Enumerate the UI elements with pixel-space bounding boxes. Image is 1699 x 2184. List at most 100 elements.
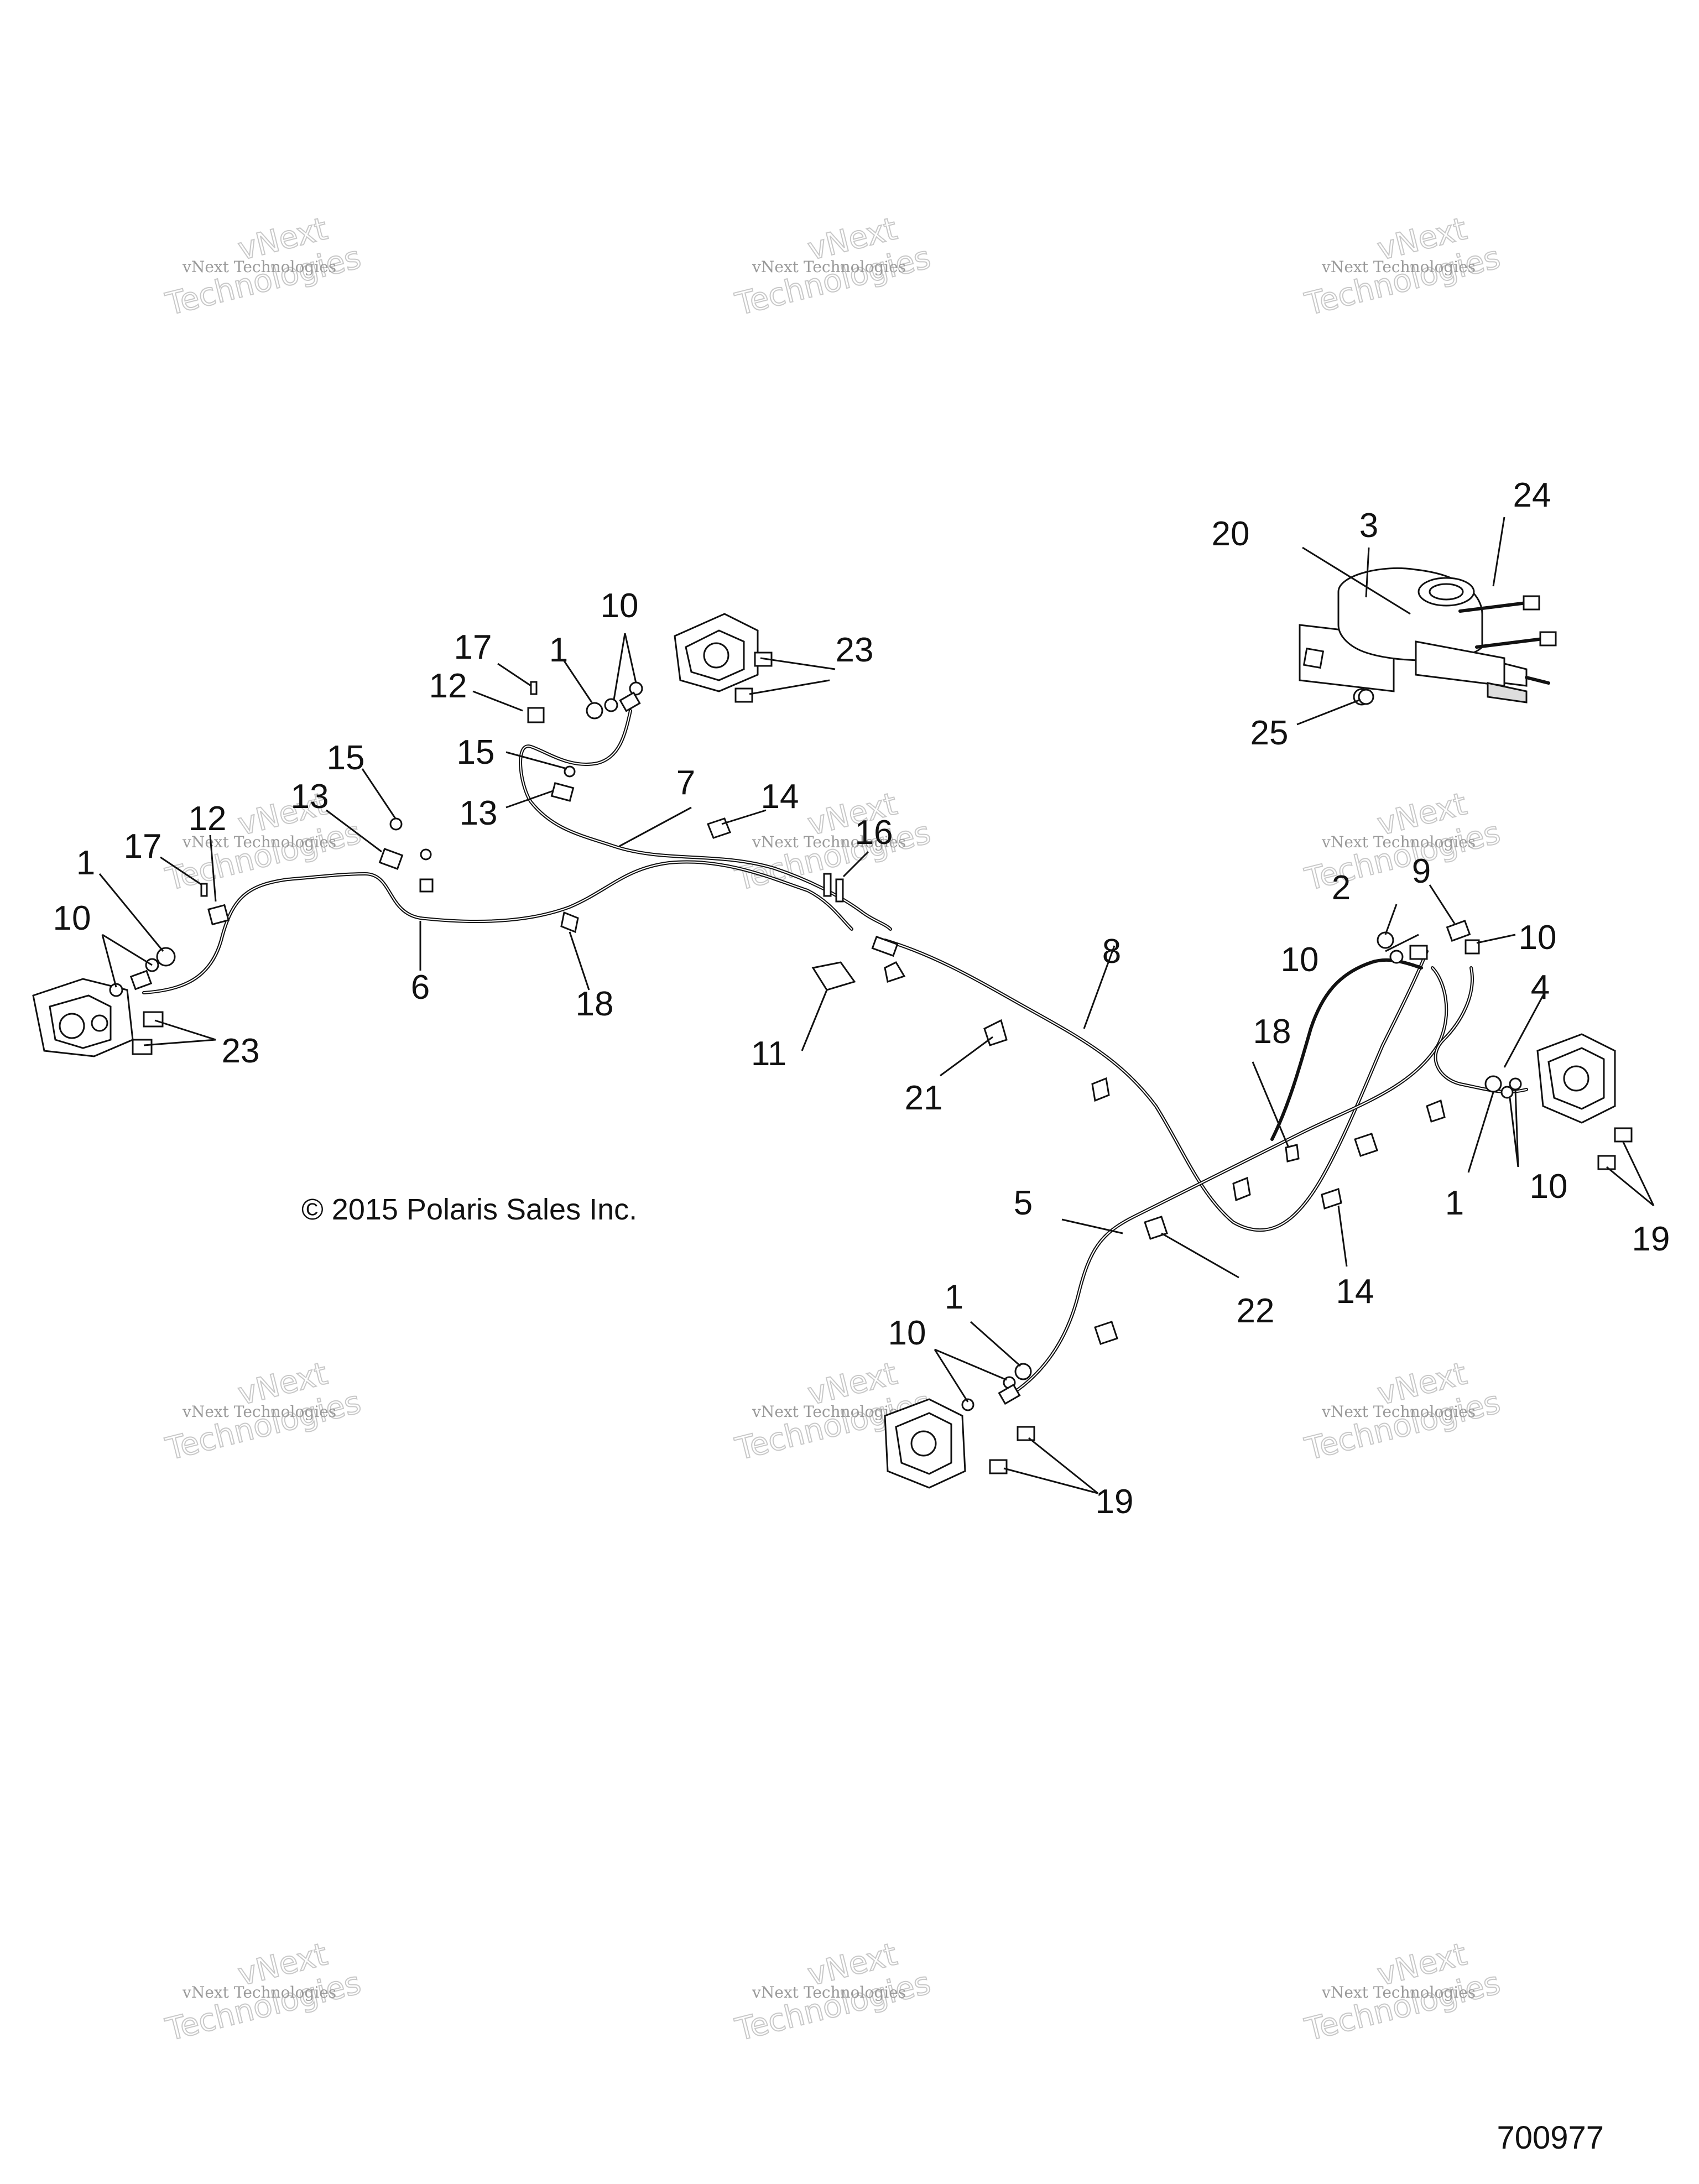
callout-1-top: 1 xyxy=(549,631,568,669)
fitting-fl xyxy=(129,969,153,991)
brake-line-8 xyxy=(883,939,1429,1232)
svg-text:vNext Technologies: vNext Technologies xyxy=(752,1403,906,1421)
pin-17-l xyxy=(200,883,208,897)
bolt-19-rl-b xyxy=(989,1459,1008,1474)
brake-line-4 xyxy=(1434,966,1528,1094)
clip-l-small xyxy=(419,878,434,893)
svg-text:vNext Technologies: vNext Technologies xyxy=(752,258,906,276)
nut-25 xyxy=(1358,689,1374,705)
washer-10-rr-a xyxy=(1500,1086,1514,1099)
bolt-24-b xyxy=(1475,631,1557,649)
washer-10-fr-a xyxy=(604,698,618,712)
callouts-layer: 3 24 20 25 10 1 17 12 23 15 13 7 14 16 1… xyxy=(53,476,1670,1521)
svg-text:vNext Technologies: vNext Technologies xyxy=(182,833,336,851)
caliper-front-right xyxy=(674,613,759,692)
callout-24: 24 xyxy=(1513,476,1551,514)
callout-9: 9 xyxy=(1412,852,1431,890)
svg-text:vNext Technologies: vNext Technologies xyxy=(182,1403,336,1421)
callout-8: 8 xyxy=(1102,932,1121,971)
washer-10-fl-b xyxy=(109,983,123,997)
leader-lines xyxy=(98,517,1655,1494)
banjo-bolt-1-fl xyxy=(156,947,176,967)
clip-r-a xyxy=(1354,1133,1378,1157)
clip-8-a xyxy=(1091,1077,1110,1102)
callout-23-top: 23 xyxy=(836,631,874,669)
fitting-9 xyxy=(1446,920,1471,942)
clip-12-l xyxy=(207,904,230,926)
bolt-23-fr-b xyxy=(734,687,753,703)
callout-10-rm2: 10 xyxy=(1519,919,1557,957)
svg-text:vNext Technologies: vNext Technologies xyxy=(1321,833,1476,851)
washer-10-rr-b xyxy=(1509,1077,1522,1091)
fitting-center-a xyxy=(871,935,899,957)
bolt-19-rl-a xyxy=(1017,1426,1035,1441)
callout-17-left: 17 xyxy=(124,827,162,866)
pin-17-r xyxy=(530,681,538,695)
callout-19-rr: 19 xyxy=(1632,1220,1670,1258)
brake-line-5-upper xyxy=(1270,958,1423,1141)
banjo-bolt-2 xyxy=(1377,931,1394,949)
clip-13-l xyxy=(378,848,404,870)
callout-11: 11 xyxy=(751,1035,786,1073)
clip-18-l xyxy=(560,911,579,934)
clip-14-bottom xyxy=(1321,1188,1342,1210)
banjo-bolt-1-fr xyxy=(586,702,603,720)
washer-10-rl-b xyxy=(961,1398,974,1411)
clip-14-top xyxy=(707,817,731,839)
callout-18-left: 18 xyxy=(576,985,614,1023)
clip-r-b xyxy=(1426,1099,1446,1123)
callout-10-rr: 10 xyxy=(1530,1167,1568,1206)
master-cylinder-assembly xyxy=(1299,567,1550,706)
svg-text:vNext Technologies: vNext Technologies xyxy=(182,1983,336,2001)
svg-text:vNext Technologies: vNext Technologies xyxy=(1321,258,1476,276)
callout-10-top: 10 xyxy=(601,587,639,625)
callout-15-mid: 15 xyxy=(457,733,495,772)
callout-21: 21 xyxy=(905,1079,943,1117)
callout-23-left: 23 xyxy=(222,1032,260,1070)
bolt-19-rr-a xyxy=(1614,1127,1633,1143)
callout-17-top: 17 xyxy=(454,628,492,666)
callout-16: 16 xyxy=(855,814,893,852)
callout-14-bottom: 14 xyxy=(1336,1273,1374,1311)
callout-3: 3 xyxy=(1359,507,1378,545)
callout-1-left: 1 xyxy=(76,844,95,882)
banjo-bolt-1-rl xyxy=(1014,1363,1032,1380)
callout-15-left: 15 xyxy=(327,739,365,777)
bolt-24-a xyxy=(1458,595,1540,613)
screw-15-r xyxy=(564,765,576,778)
fittings-layer xyxy=(109,651,1633,1474)
bolt-23-fl-a xyxy=(143,1011,164,1028)
callout-12-top: 12 xyxy=(429,667,467,705)
callout-18-right: 18 xyxy=(1253,1013,1291,1051)
callout-14-top: 14 xyxy=(761,778,799,816)
junction-11 xyxy=(811,961,856,991)
callout-13-mid: 13 xyxy=(460,794,498,832)
callout-5: 5 xyxy=(1014,1184,1033,1222)
svg-text:vNext Technologies: vNext Technologies xyxy=(752,833,906,851)
clip-18-r xyxy=(1285,1144,1300,1163)
screw-15-l xyxy=(389,817,403,831)
bolt-23-fl-b xyxy=(132,1039,153,1055)
clip-8-b xyxy=(1232,1176,1251,1202)
bolt-16-a xyxy=(823,873,832,897)
banjo-bolt-1-rr xyxy=(1484,1075,1502,1093)
caliper-front-left xyxy=(32,978,134,1057)
clip-13-r xyxy=(550,782,575,802)
figure-number: 700977 xyxy=(1497,2120,1604,2156)
fitting-fr xyxy=(619,691,641,712)
svg-text:vNext Technologies: vNext Technologies xyxy=(1321,1983,1476,2001)
svg-text:vNext Technologies: vNext Technologies xyxy=(182,258,336,276)
callout-20: 20 xyxy=(1212,515,1250,553)
fitting-rm xyxy=(1409,945,1428,960)
callout-10-left: 10 xyxy=(53,899,91,937)
